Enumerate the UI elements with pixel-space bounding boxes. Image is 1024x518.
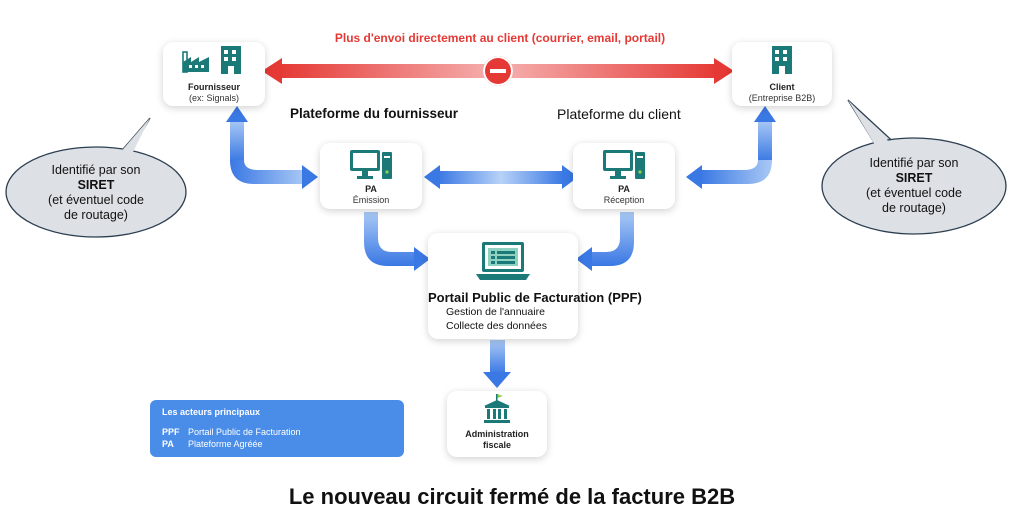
bubble-left-line1: Identifié par son bbox=[51, 163, 141, 177]
top-banner-text: Plus d'envoi directement au client (cour… bbox=[334, 31, 666, 45]
administration-line2: fiscale bbox=[482, 440, 512, 450]
speech-bubble-right: Identifié par son SIRET (et éventuel cod… bbox=[832, 156, 996, 216]
arrow-pa-emission-reception bbox=[424, 165, 578, 189]
fournisseur-platform-heading: Plateforme du fournisseur bbox=[290, 106, 459, 121]
ppf-line1: Gestion de l'annuaire bbox=[446, 306, 545, 318]
arrow-pa-emission-to-ppf bbox=[364, 212, 430, 271]
arrow-pa-reception-to-ppf bbox=[576, 212, 634, 271]
speech-bubble-left: Identifié par son SIRET (et éventuel cod… bbox=[14, 163, 178, 223]
bubble-right-line2: SIRET bbox=[895, 171, 933, 185]
pa-reception-subtitle: Réception bbox=[603, 195, 645, 205]
speech-bubble-right-shape bbox=[821, 99, 1007, 235]
arrow-client-to-pa-reception bbox=[686, 106, 776, 189]
administration-line1: Administration bbox=[465, 429, 529, 439]
building-icon bbox=[772, 46, 792, 74]
legend-title: Les acteurs principaux bbox=[162, 407, 261, 417]
legend-abbr: PPF bbox=[162, 427, 180, 437]
ppf-title: Portail Public de Facturation (PPF) bbox=[428, 290, 642, 305]
pa-reception-card: PA Réception bbox=[573, 143, 675, 209]
factory-icon bbox=[182, 51, 209, 73]
ppf-line2: Collecte des données bbox=[446, 320, 547, 332]
laptop-list-icon bbox=[476, 242, 530, 280]
building-icon bbox=[221, 46, 241, 74]
client-platform-heading: Plateforme du client bbox=[557, 106, 681, 122]
footer-title: Le nouveau circuit fermé de la facture B… bbox=[288, 484, 736, 509]
pa-reception-title: PA bbox=[618, 184, 630, 194]
pa-emission-card: PA Émission bbox=[320, 143, 422, 209]
client-card: Client (Entreprise B2B) bbox=[732, 42, 832, 106]
legend-item-pa: PA Plateforme Agréée bbox=[162, 439, 263, 449]
bubble-right-line1: Identifié par son bbox=[869, 156, 959, 170]
bubble-right-line4: de routage) bbox=[882, 201, 946, 215]
bubble-left-line3: (et éventuel code bbox=[48, 193, 144, 207]
legend-item-ppf: PPF Portail Public de Facturation bbox=[162, 427, 301, 437]
bubble-right-line3: (et éventuel code bbox=[866, 186, 962, 200]
ppf-card bbox=[428, 233, 578, 339]
fournisseur-title: Fournisseur bbox=[187, 82, 240, 92]
desktop-computer-icon bbox=[603, 150, 645, 179]
speech-bubble-left-shape bbox=[5, 117, 187, 238]
pa-emission-title: PA bbox=[365, 184, 377, 194]
legend-text: Portail Public de Facturation bbox=[188, 427, 301, 437]
arrow-fournisseur-to-pa-emission bbox=[226, 106, 318, 189]
client-title: Client bbox=[769, 82, 795, 92]
legend-box: Les acteurs principaux PPF Portail Publi… bbox=[150, 400, 404, 457]
fournisseur-subtitle: (ex: Signals) bbox=[188, 93, 240, 103]
bubble-left-line2: SIRET bbox=[77, 178, 115, 192]
legend-text: Plateforme Agréée bbox=[188, 439, 263, 449]
legend-abbr: PA bbox=[162, 439, 174, 449]
fournisseur-card: Fournisseur (ex: Signals) bbox=[163, 42, 265, 106]
no-entry-icon bbox=[483, 56, 513, 86]
government-building-icon bbox=[484, 394, 510, 423]
pa-emission-subtitle: Émission bbox=[352, 195, 390, 205]
desktop-computer-icon bbox=[350, 150, 392, 179]
client-subtitle: (Entreprise B2B) bbox=[748, 93, 816, 103]
administration-card: Administration fiscale bbox=[447, 391, 547, 457]
arrow-ppf-to-administration bbox=[483, 340, 511, 388]
bubble-left-line4: de routage) bbox=[64, 208, 128, 222]
